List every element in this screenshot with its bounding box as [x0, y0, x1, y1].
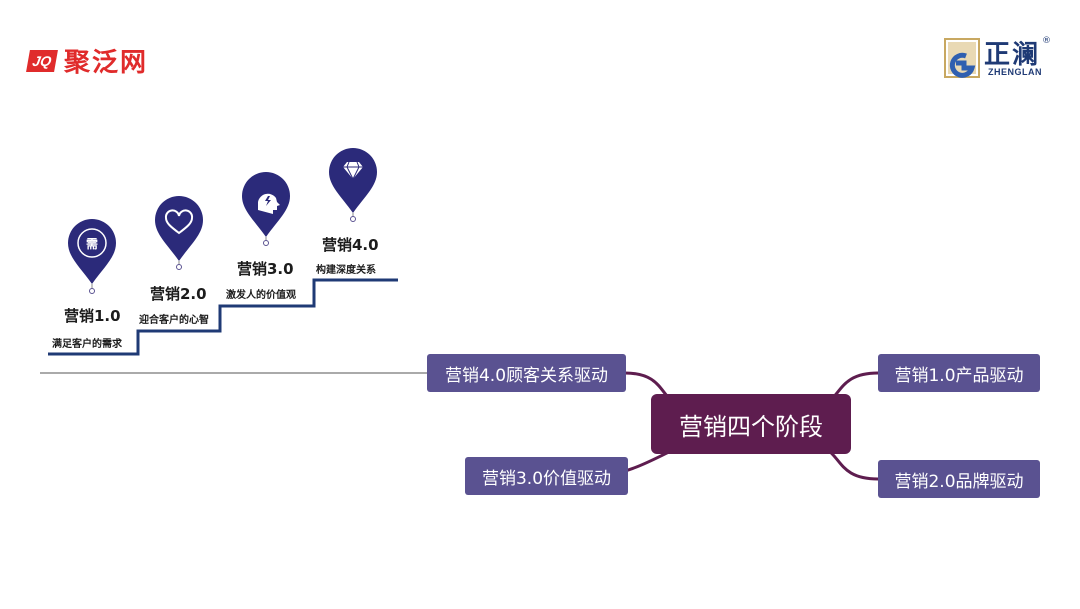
mindmap-node-marketing-3[interactable]: 营销3.0价值驱动	[465, 457, 628, 495]
mindmap-center-node[interactable]: 营销四个阶段	[651, 394, 851, 454]
stage-4-title: 营销4.0	[322, 236, 379, 254]
zhenglan-logo[interactable]: 正澜 ZHENGLAN ®	[944, 34, 1054, 86]
stage-1-desc: 满足客户的需求	[52, 339, 122, 350]
need-character-icon: 需	[85, 236, 98, 251]
head-lightning-icon	[258, 193, 280, 214]
stage-2-title: 营销2.0	[150, 285, 207, 303]
stairs-line	[48, 278, 398, 356]
heart-icon	[164, 209, 194, 235]
stage-2-desc: 迎合客户的心智	[139, 315, 209, 326]
pin-stage-1	[68, 219, 116, 294]
jufan-badge: JQ	[26, 49, 58, 72]
jufan-logo-text: 聚泛网	[64, 48, 149, 78]
jufan-logo[interactable]: JQ 聚泛网	[26, 42, 149, 79]
zhenglan-en-text: ZHENGLAN	[988, 67, 1042, 77]
pin-stage-3	[242, 172, 290, 246]
registered-mark: ®	[1042, 36, 1051, 46]
pin-stage-2	[155, 196, 203, 270]
stage-4-desc: 构建深度关系	[316, 265, 376, 276]
stage-3-title: 营销3.0	[237, 260, 294, 278]
mindmap-node-marketing-1[interactable]: 营销1.0产品驱动	[878, 354, 1040, 392]
zhenglan-mark-icon	[944, 38, 980, 78]
stage-1-title: 营销1.0	[64, 307, 121, 325]
mindmap-node-marketing-4[interactable]: 营销4.0顾客关系驱动	[427, 354, 626, 392]
zhenglan-cn-text: 正澜	[984, 40, 1041, 70]
mindmap-node-marketing-2[interactable]: 营销2.0品牌驱动	[878, 460, 1040, 498]
diamond-icon	[343, 161, 363, 181]
pin-stage-4	[329, 148, 377, 222]
stage-3-desc: 激发人的价值观	[226, 290, 296, 301]
